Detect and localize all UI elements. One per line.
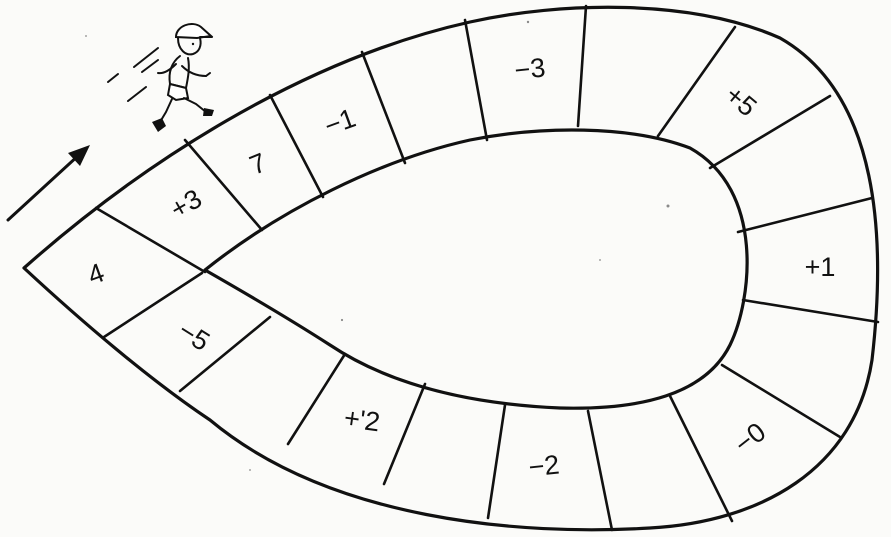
cell-label: −5 [173, 315, 215, 357]
divider [658, 27, 735, 136]
divider [384, 384, 425, 484]
cell-label: +'2 [342, 403, 382, 438]
divider [588, 411, 612, 530]
cell-label: −2 [527, 449, 561, 482]
divider [743, 300, 878, 322]
running-boy-icon [108, 24, 214, 132]
divider [670, 396, 732, 521]
cell-label: 7 [245, 147, 270, 180]
cell-label: +3 [165, 183, 207, 224]
divider [738, 198, 872, 232]
cell-label: +5 [720, 80, 763, 123]
cell-dividers [96, 6, 878, 530]
divider [578, 6, 586, 126]
divider [465, 20, 487, 140]
cell-label: +1 [805, 252, 836, 282]
divider [270, 95, 323, 197]
cell-label: −0 [729, 417, 772, 460]
cell-label: −1 [320, 103, 359, 142]
arrow-icon [8, 145, 90, 220]
divider [288, 354, 345, 444]
cell-label: 4 [84, 257, 108, 290]
divider [488, 405, 505, 518]
track-inner-edge [205, 130, 747, 408]
divider [362, 52, 405, 163]
cell-label: −3 [513, 52, 547, 85]
